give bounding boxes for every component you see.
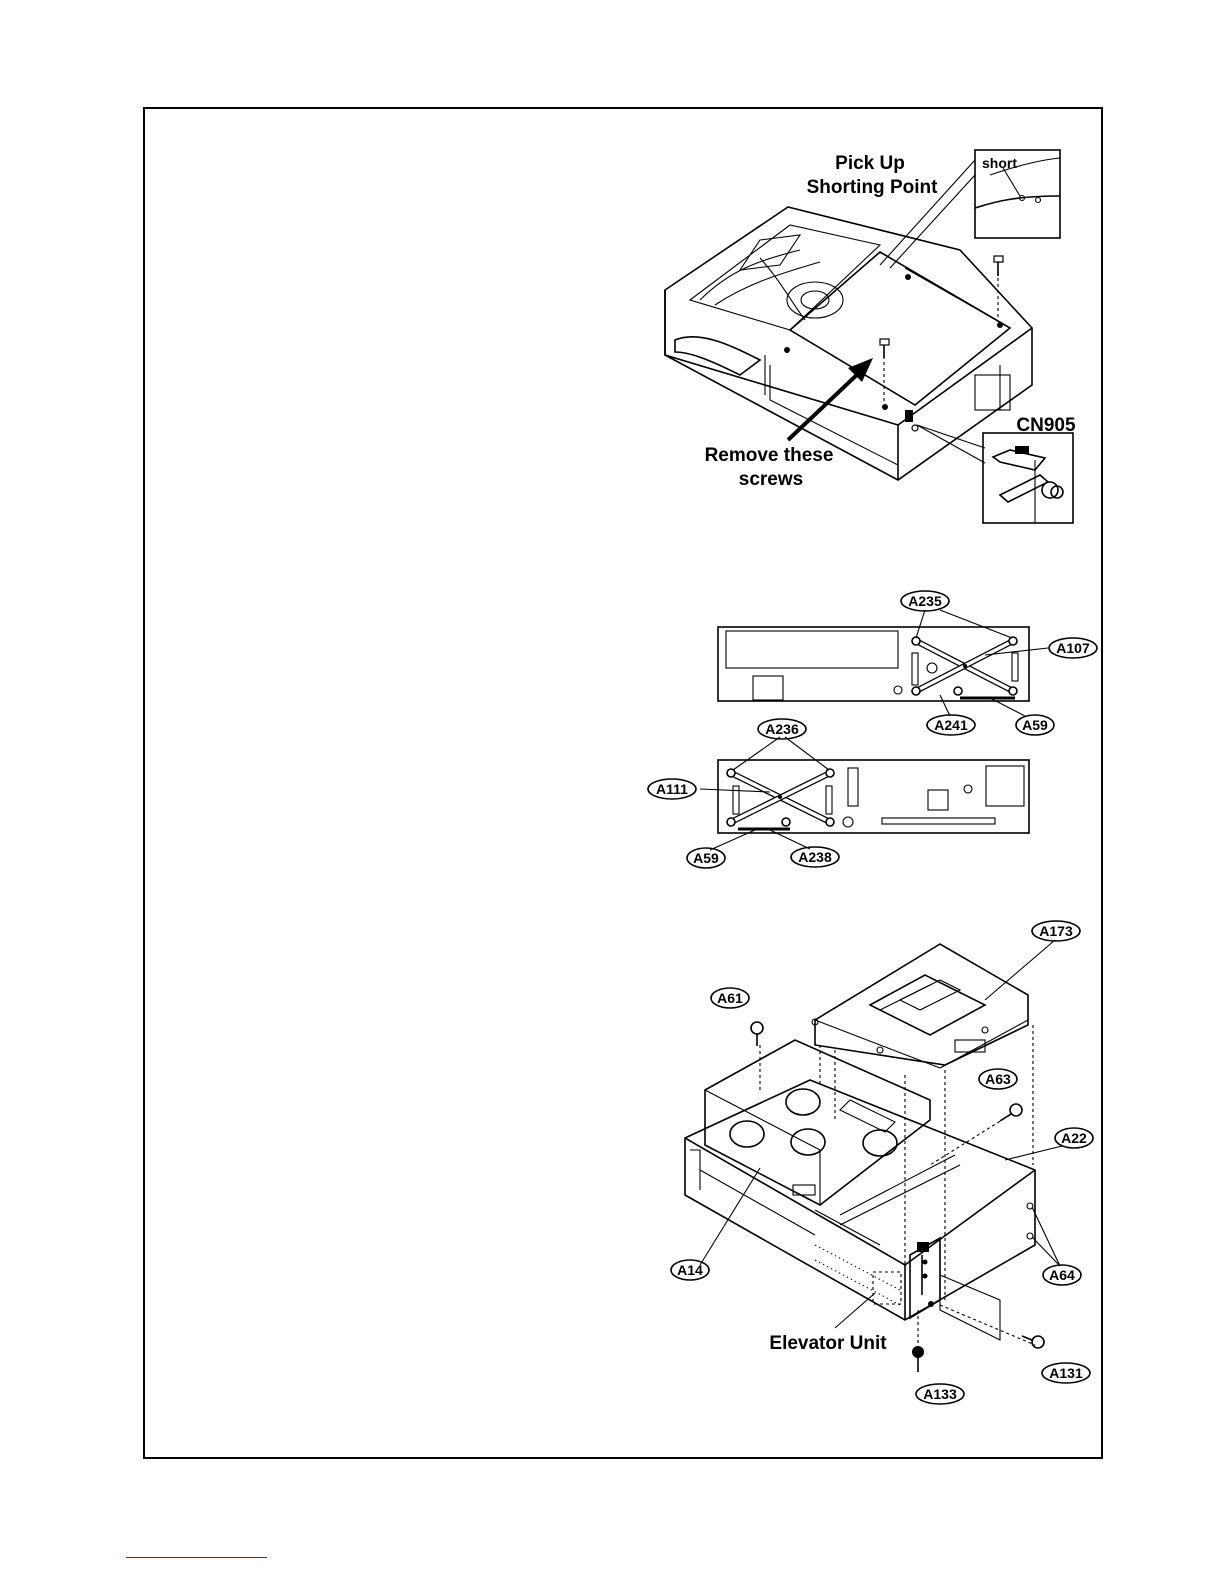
svg-text:A236: A236 [765,721,799,737]
tag-a238: A238 [791,847,839,867]
tag-a22: A22 [1055,1128,1093,1148]
remove-label-2: screws [739,469,803,490]
svg-text:A63: A63 [985,1071,1011,1087]
elevator-bracket [873,1238,1000,1340]
remove-label-1: Remove these [705,445,834,466]
cn905-inset [983,433,1073,523]
tag-a59-top: A59 [1016,715,1054,735]
svg-text:A22: A22 [1061,1130,1087,1146]
tag-a111: A111 [648,779,696,799]
shorting-point-inset: short [975,150,1060,238]
tag-a59-bottom: A59 [687,848,725,868]
tag-a14: A14 [671,1260,709,1280]
side-view-lower [718,760,1029,833]
screw-center [880,339,889,410]
tag-a63: A63 [979,1069,1017,1089]
tag-a173: A173 [1032,921,1080,941]
plate-a14 [705,1040,930,1205]
svg-text:A235: A235 [908,593,942,609]
svg-text:A111: A111 [656,781,688,797]
screw-top-right [994,256,1003,328]
svg-text:A173: A173 [1039,923,1073,939]
svg-text:A61: A61 [717,990,743,1006]
side-view-upper [718,627,1029,701]
elevator-unit-label: Elevator Unit [769,1333,887,1354]
svg-text:A107: A107 [1056,640,1090,656]
svg-text:A131: A131 [1049,1365,1083,1381]
tag-a107: A107 [1049,638,1097,658]
short-label: short [982,155,1017,171]
tag-a61: A61 [711,988,749,1008]
screw-a63 [1000,1104,1022,1121]
svg-text:A59: A59 [693,850,719,866]
svg-text:A241: A241 [934,717,968,733]
svg-text:A238: A238 [798,849,832,865]
tag-a235: A235 [901,591,949,611]
figure-1-cover-removal: short Pick Up Shorting Point CN905 Remov… [665,150,1076,523]
tag-a64: A64 [1043,1265,1081,1285]
pickup-label-1: Pick Up [835,153,905,174]
tag-a241: A241 [927,715,975,735]
remove-screws-arrow [788,358,873,440]
svg-text:A59: A59 [1022,717,1048,733]
svg-text:A133: A133 [923,1386,957,1402]
figure-3-exploded-view: A173 A61 A63 A22 A14 A64 A131 A133 Eleva… [671,921,1093,1404]
figure-2-side-views: A235 A107 A241 A59 A236 A111 A59 A238 [648,591,1097,868]
tag-a133: A133 [916,1384,964,1404]
tag-a236: A236 [758,719,806,739]
cdchanger-chassis [665,207,1032,480]
pickup-label-2: Shorting Point [807,177,939,198]
svg-text:A14: A14 [677,1262,703,1278]
screw-a133 [912,1346,924,1372]
tag-a131: A131 [1042,1363,1090,1383]
tray-a173 [812,944,1028,1068]
svg-text:A64: A64 [1049,1267,1075,1283]
cn905-label: CN905 [1016,415,1076,436]
screw-a61 [751,1022,763,1046]
screw-a131 [1022,1336,1044,1348]
